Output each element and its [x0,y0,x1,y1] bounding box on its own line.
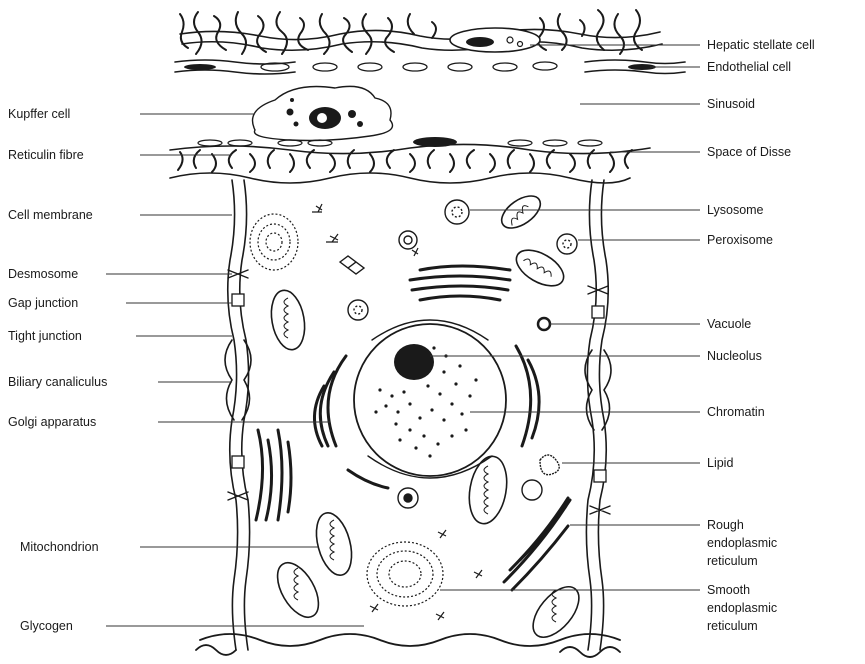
label-space-of-disse: Space of Disse [707,145,791,159]
bottom-membrane [196,634,620,657]
label-glycogen: Glycogen [20,619,73,633]
label-smooth-er-line3: reticulum [707,619,758,633]
label-gap-junction: Gap junction [8,296,78,310]
rough-er-bottom [504,498,570,590]
label-biliary-canaliculus: Biliary canaliculus [8,375,107,389]
label-nucleolus: Nucleolus [707,349,762,363]
microvilli [170,150,632,183]
label-smooth-er-line2: endoplasmic [707,601,777,615]
label-kupffer-cell: Kupffer cell [8,107,70,121]
label-lysosome: Lysosome [707,203,764,217]
labels-left: Kupffer cell Reticulin fibre Cell membra… [8,107,107,633]
label-golgi-apparatus: Golgi apparatus [8,415,96,429]
label-cell-membrane: Cell membrane [8,208,93,222]
endothelial-layer [175,60,685,74]
label-reticulin-fibre: Reticulin fibre [8,148,84,162]
label-peroxisome: Peroxisome [707,233,773,247]
smooth-er-left [256,430,291,520]
kupffer-cell-shape [253,86,393,140]
hepatic-stellate-cell-shape [450,28,540,52]
label-chromatin: Chromatin [707,405,765,419]
label-desmosome: Desmosome [8,267,78,281]
label-rough-er-line2: endoplasmic [707,536,777,550]
labels-right: Hepatic stellate cell Endothelial cell S… [707,38,815,633]
label-hepatic-stellate-cell: Hepatic stellate cell [707,38,815,52]
label-sinusoid: Sinusoid [707,97,755,111]
label-smooth-er-line1: Smooth [707,583,750,597]
label-mitochondrion: Mitochondrion [20,540,99,554]
rough-er-top [410,266,510,300]
label-lipid: Lipid [707,456,733,470]
stellate-layer [180,10,662,54]
space-of-disse-layer [170,137,650,154]
label-rough-er-line1: Rough [707,518,744,532]
label-rough-er-line3: reticulum [707,554,758,568]
nucleus [354,320,506,478]
label-endothelial-cell: Endothelial cell [707,60,791,74]
label-tight-junction: Tight junction [8,329,82,343]
label-vacuole: Vacuole [707,317,751,331]
